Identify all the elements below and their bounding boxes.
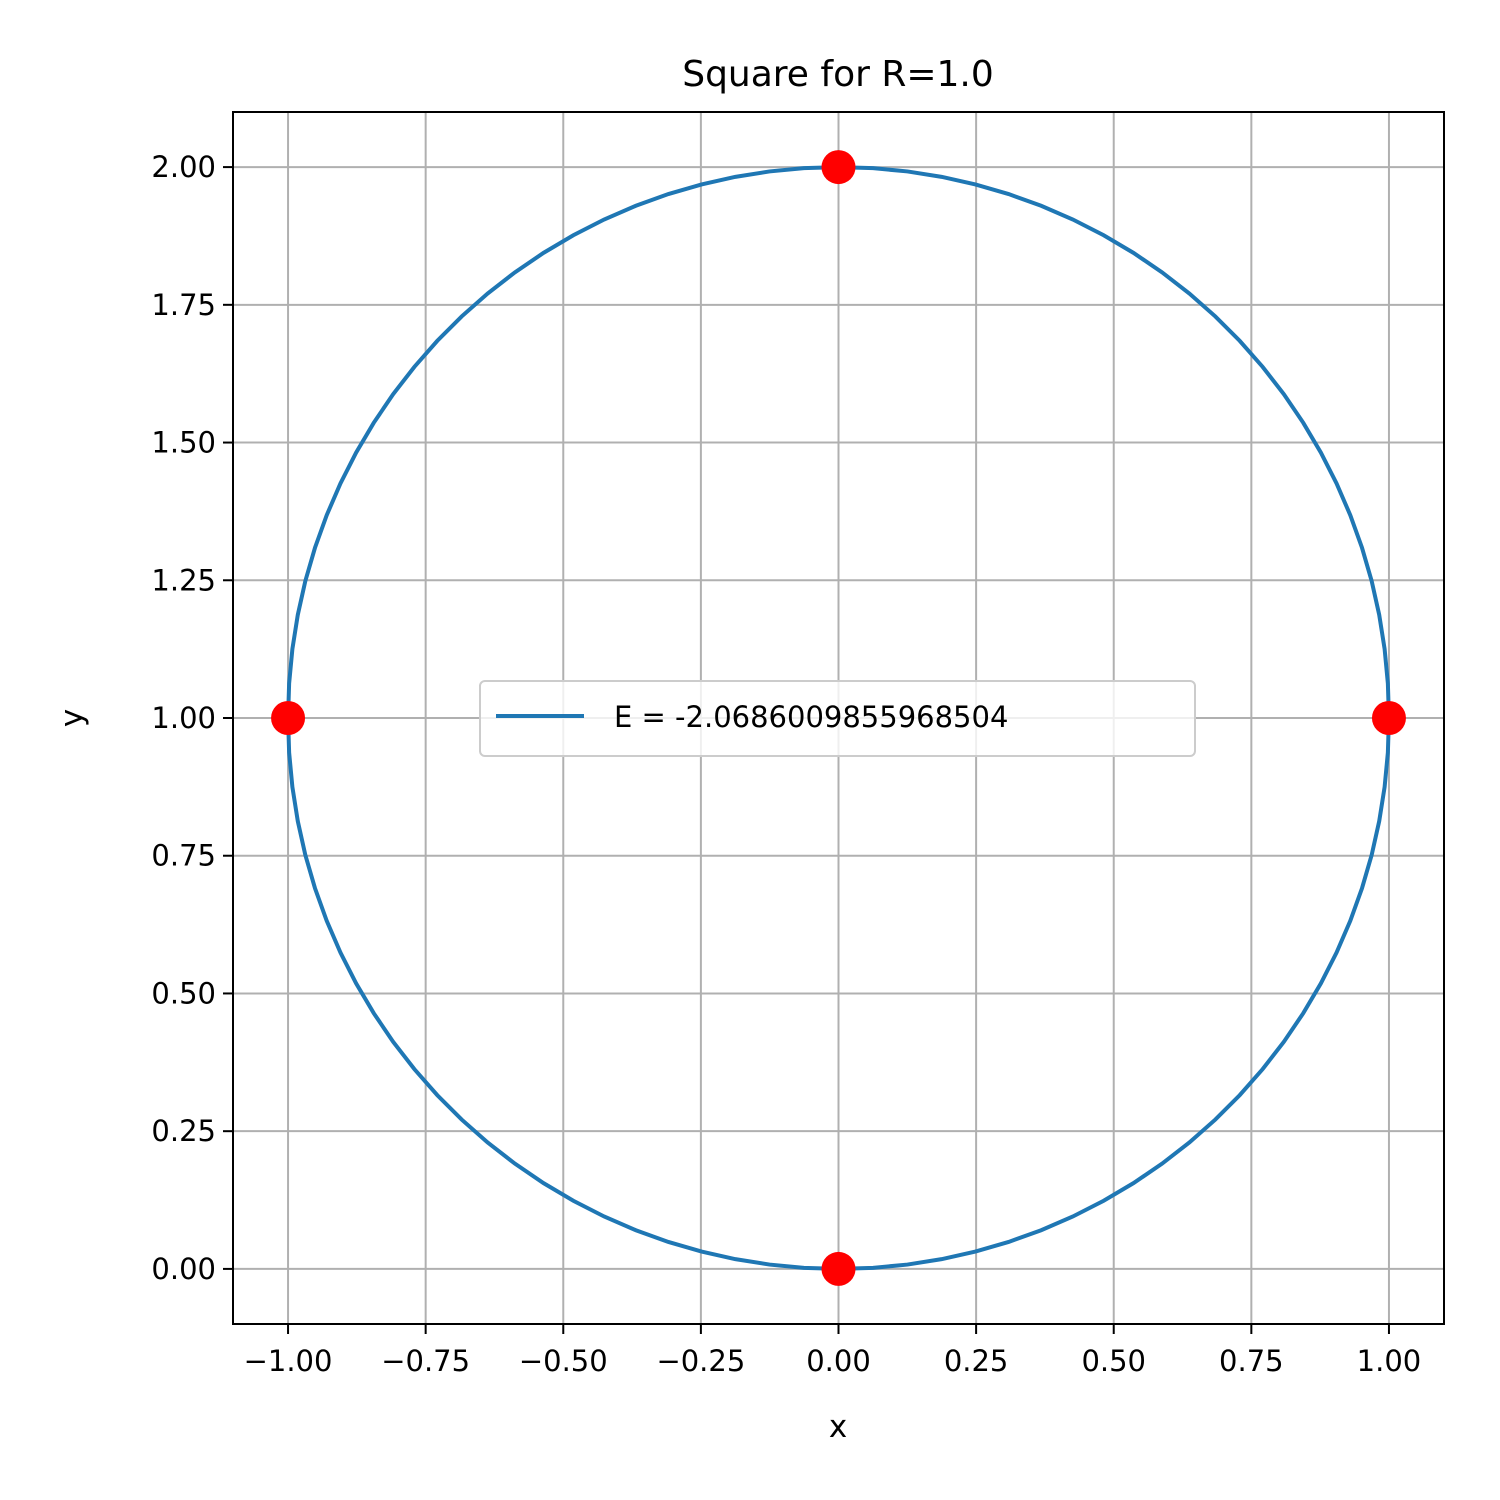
x-tick-label: 0.25 (944, 1344, 1009, 1378)
legend-box (479, 680, 1196, 757)
x-axis-label: x (829, 1409, 847, 1445)
y-tick-label: 2.00 (151, 150, 216, 184)
x-tick-label: 0.00 (806, 1344, 871, 1378)
plot-data (271, 150, 1406, 1286)
data-point (1371, 701, 1406, 735)
data-point (821, 1251, 856, 1286)
chart-title: Square for R=1.0 (682, 54, 994, 95)
y-tick-label: 1.75 (151, 288, 216, 322)
x-tick-label: 0.50 (1081, 1344, 1146, 1378)
legend: E = -2.0686009855968504 (479, 680, 1196, 757)
x-tick-label: −0.75 (381, 1344, 470, 1378)
y-tick-label: 1.00 (151, 701, 216, 735)
x-tick-label: −1.00 (244, 1344, 333, 1378)
x-tick-label: 1.00 (1357, 1344, 1422, 1378)
y-tick-label: 0.00 (151, 1252, 216, 1286)
axis-ticks: −1.00 −0.75 −0.50 −0.25 0.00 0.25 0.50 0.75 1.00… (151, 150, 1421, 1378)
y-axis-label: y (54, 709, 90, 727)
x-tick-label: 0.75 (1219, 1344, 1284, 1378)
legend-label: E = -2.0686009855968504 (614, 700, 1008, 734)
y-tick-label: 1.25 (151, 563, 216, 597)
x-tick-label: −0.50 (519, 1344, 608, 1378)
y-tick-label: 0.50 (151, 976, 216, 1010)
y-tick-label: 0.25 (151, 1114, 216, 1148)
y-tick-label: 0.75 (151, 839, 216, 873)
x-tick-label: −0.25 (656, 1344, 745, 1378)
data-point (271, 701, 306, 735)
data-point (821, 150, 856, 185)
y-tick-label: 1.50 (151, 426, 216, 460)
